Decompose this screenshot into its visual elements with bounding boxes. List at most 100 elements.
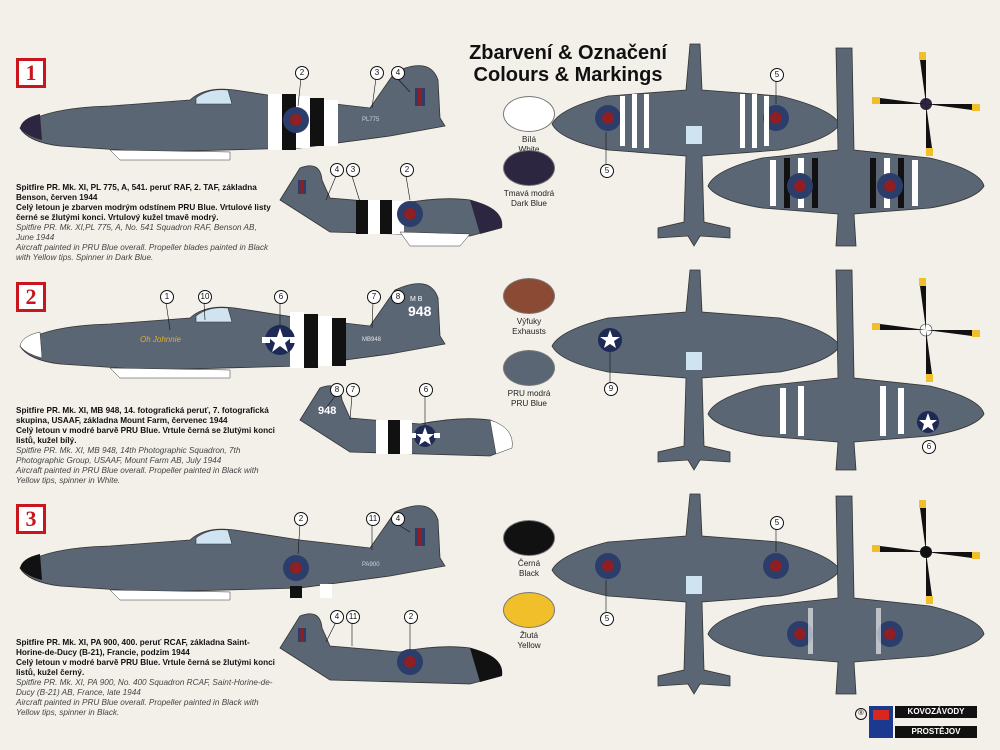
scheme-3-top-view [551,493,841,695]
callout-4: 4 [330,163,344,177]
scheme-3-desc-cz-paint: Celý letoun v modré barvě PRU Blue. Vrtu… [16,658,275,677]
swatch-white: Bílá White [494,96,564,154]
callout-3: 3 [346,163,360,177]
callout-5: 5 [600,612,614,626]
kovozavody-logo: ® KOVOZÁVODY PROSTĚJOV [855,702,985,744]
scheme-1-desc-cz: Spitfire PR. Mk. XI, PL 775, A, 541. per… [16,183,257,202]
scheme-3-desc-cz: Spitfire PR. Mk. XI, PA 900, 400. peruť … [16,638,250,657]
callout-1: 1 [160,290,174,304]
scheme-3-desc-en-paint: Aircraft painted in PRU Blue overall. Pr… [16,698,259,717]
swatch-black-chip [503,520,555,556]
callout-4: 4 [391,66,405,80]
scheme-1-serial: PL775 [362,117,380,123]
scheme-2-port-side-view: Oh Johnnie MB948 M B 948 [19,283,446,379]
scheme-2-code-top: M B [410,296,423,303]
scheme-2-serial: MB948 [362,337,382,343]
scheme-2-bottom-view [707,269,985,471]
scheme-2-starboard-code: 948 [318,405,336,417]
swatch-dark-blue-en: Dark Blue [511,198,547,208]
scheme-1-description: Spitfire PR. Mk. XI, PL 775, A, 541. per… [16,183,276,263]
scheme-badge-2: 2 [16,282,46,312]
callout-9: 9 [604,382,618,396]
scheme-1-starboard-side-view [279,165,503,247]
swatch-yellow: Žlutá Yellow [494,592,564,650]
swatch-exhausts-en: Exhausts [512,326,546,336]
scheme-badge-3: 3 [16,504,46,534]
scheme-3-propeller [872,500,980,604]
swatch-dark-blue: Tmavá modrá Dark Blue [494,150,564,208]
scheme-3-desc-en: Spitfire PR. Mk. XI, PA 900, No. 400 Squ… [16,678,273,697]
swatch-white-en: White [518,144,540,154]
scheme-2-top-view [551,269,841,471]
swatch-black-en: Black [518,568,540,578]
callout-11: 11 [346,610,360,624]
callout-6: 6 [419,383,433,397]
swatch-yellow-cz: Žlutá [519,631,539,640]
scheme-3-starboard-side-view [279,613,503,685]
scheme-2-desc-cz-paint: Celý letoun v modré barvě PRU Blue. Vrtu… [16,426,275,445]
scheme-3-bottom-view [707,495,985,695]
swatch-white-cz: Bílá [521,135,537,144]
logo-text-line1: KOVOZÁVODY [895,706,977,718]
scheme-2-propeller [872,278,980,382]
callout-2: 2 [295,66,309,80]
swatch-dark-blue-chip [503,150,555,186]
swatch-yellow-en: Yellow [517,640,541,650]
callout-5: 5 [770,68,784,82]
callout-2: 2 [404,610,418,624]
scheme-2-description: Spitfire PR. Mk. XI, MB 948, 14. fotogra… [16,406,276,486]
title-czech: Zbarvení & Označení [469,42,667,64]
callout-6: 6 [922,440,936,454]
scheme-1-bottom-view [707,47,985,247]
callout-7: 7 [367,290,381,304]
callout-2: 2 [400,163,414,177]
scheme-2-starboard-side-view: 948 [299,385,513,457]
page-title: Zbarvení & Označení Colours & Markings [468,42,668,86]
swatch-exhausts-cz: Výfuky [516,317,542,326]
swatch-exhausts: Výfuky Exhausts [494,278,564,336]
scheme-1-desc-en-paint: Aircraft painted in PRU Blue overall. Pr… [16,243,269,262]
callout-6: 6 [274,290,288,304]
swatch-exhausts-chip [503,278,555,314]
swatch-black-cz: Černá [517,559,541,568]
scheme-1-port-side-view: PL775 [19,65,446,161]
callout-5: 5 [770,516,784,530]
scheme-1-desc-en: Spitfire PR. Mk. XI,PL 775, A, No. 541 S… [16,223,257,242]
scheme-2-desc-en-paint: Aircraft painted in PRU Blue overall. Pr… [16,466,259,485]
swatch-dark-blue-cz: Tmavá modrá [503,189,555,198]
logo-text-line2: PROSTĚJOV [895,726,977,738]
callout-8: 8 [330,383,344,397]
callout-5: 5 [600,164,614,178]
title-english: Colours & Markings [473,64,663,86]
scheme-badge-1: 1 [16,58,46,88]
scheme-2-code-big: 948 [408,303,432,319]
scheme-3-serial: PA900 [362,562,380,568]
callout-8: 8 [391,290,405,304]
callout-4: 4 [391,512,405,526]
scheme-2-nose-art: Oh Johnnie [140,335,181,344]
callout-7: 7 [346,383,360,397]
callout-2: 2 [294,512,308,526]
scheme-3-description: Spitfire PR. Mk. XI, PA 900, 400. peruť … [16,638,276,718]
scheme-1-desc-cz-paint: Celý letoun je zbarven modrým odstínem P… [16,203,271,222]
registered-mark: ® [855,708,867,720]
scheme-1-propeller [872,52,980,156]
kp-logo-icon [869,706,893,738]
scheme-2-desc-en: Spitfire PR. Mk. XI, MB 948, 14th Photog… [16,446,241,465]
scheme-2-desc-cz: Spitfire PR. Mk. XI, MB 948, 14. fotogra… [16,406,269,425]
scheme-1-top-view [551,43,841,247]
swatch-pru-blue-cz: PRU modrá [507,389,551,398]
swatch-black: Černá Black [494,520,564,578]
swatch-yellow-chip [503,592,555,628]
swatch-pru-blue: PRU modrá PRU Blue [494,350,564,408]
callout-3: 3 [370,66,384,80]
swatch-white-chip [503,96,555,132]
callout-4: 4 [330,610,344,624]
scheme-3-port-side-view: PA900 [19,505,446,601]
callout-11: 11 [366,512,380,526]
callout-10: 10 [198,290,212,304]
swatch-pru-blue-chip [503,350,555,386]
callout-leader-lines [165,77,777,650]
